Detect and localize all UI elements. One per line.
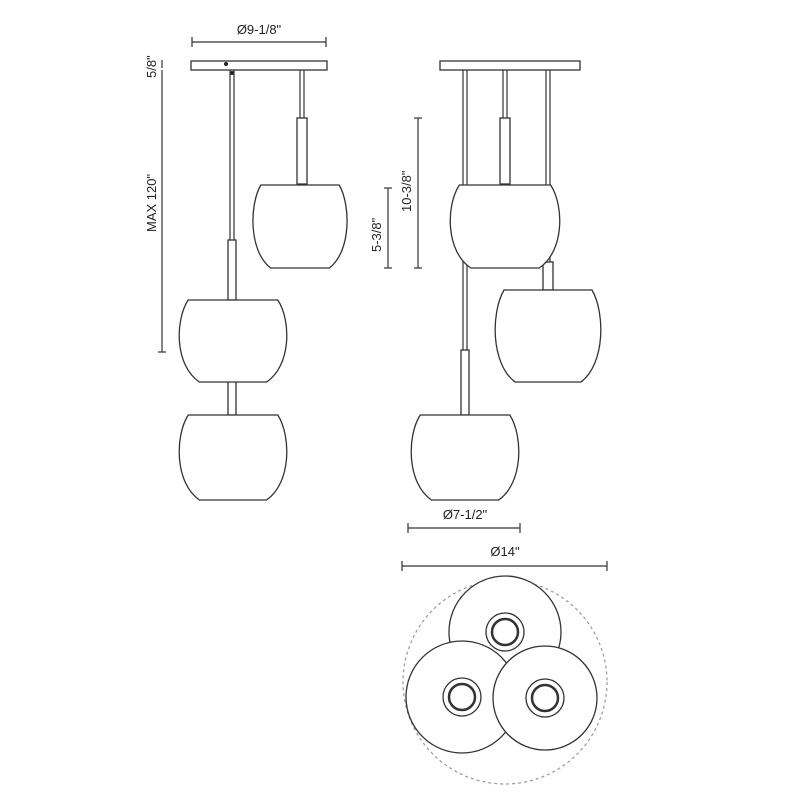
glass-shade bbox=[410, 414, 520, 501]
canopy bbox=[190, 60, 328, 71]
max-height-label: MAX 120" bbox=[144, 174, 159, 232]
shade-diameter-label: Ø7-1/2" bbox=[443, 507, 488, 522]
canopy bbox=[439, 60, 581, 71]
glass-shade bbox=[178, 414, 288, 501]
shade-bottom-view bbox=[405, 640, 519, 754]
glass-shade bbox=[252, 184, 348, 269]
overall-footprint-circle bbox=[402, 579, 608, 785]
shades bbox=[178, 184, 602, 501]
shade-height-label: 5-3/8" bbox=[369, 217, 384, 252]
shade-drop-dimension: 10-3/8" bbox=[399, 117, 422, 269]
bottom-view: Ø14" bbox=[401, 544, 608, 785]
glass-shade bbox=[449, 184, 561, 269]
shade-drop-label: 10-3/8" bbox=[399, 170, 414, 212]
overall-diameter-label: Ø14" bbox=[490, 544, 520, 559]
side-view-left: Ø9-1/8" 5/8" MAX 120" bbox=[144, 22, 328, 416]
canopy-height-dimension: 5/8" bbox=[144, 55, 163, 78]
canopy-width-dimension: Ø9-1/8" bbox=[191, 22, 327, 47]
overall-diameter-dimension: Ø14" bbox=[401, 544, 608, 571]
canopy-screw-icon bbox=[230, 71, 234, 75]
shade-bottom-view bbox=[492, 645, 598, 751]
side-view-right: 10-3/8" 5-3/8" Ø7-1/2" bbox=[369, 60, 581, 533]
canopy-width-label: Ø9-1/8" bbox=[237, 22, 282, 37]
shade-diameter-dimension: Ø7-1/2" bbox=[407, 507, 521, 533]
canopy-height-label: 5/8" bbox=[144, 55, 159, 78]
glass-shade bbox=[178, 299, 288, 383]
canopy-screw-icon bbox=[224, 62, 228, 66]
max-height-dimension: MAX 120" bbox=[144, 70, 166, 353]
shade-height-dimension: 5-3/8" bbox=[369, 187, 392, 269]
glass-shade bbox=[494, 289, 602, 383]
